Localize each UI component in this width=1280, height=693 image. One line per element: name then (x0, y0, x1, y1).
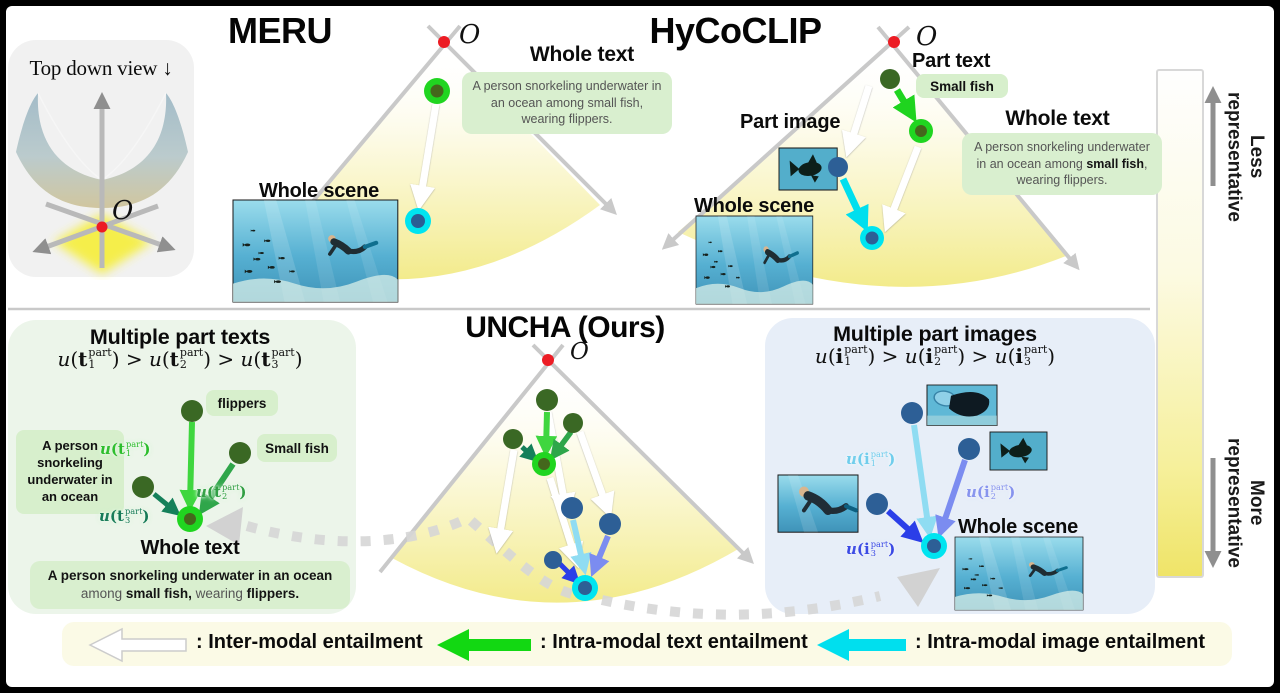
hycoclip-part-text-label: Part text (912, 50, 991, 72)
meru-whole-text-caption: A person snorkeling underwater in an oce… (462, 72, 672, 134)
panel-whole-scene-label: Whole scene (958, 516, 1079, 538)
flippers-box: flippers (206, 390, 278, 416)
hycoclip-origin-label: O (916, 22, 938, 52)
person-text-box: A person snorkeling underwater in an oce… (16, 430, 124, 514)
legend-inter-modal-label: : Inter-modal entailment (196, 631, 423, 653)
more-representative-label: More representative (1223, 438, 1267, 568)
hycoclip-title: HyCoCLIP (649, 10, 822, 51)
hycoclip-part-text-box: Small fish (916, 74, 1008, 98)
meru-origin-label: O (459, 20, 481, 50)
small-fish-box: Small fish (257, 434, 337, 462)
panel-whole-text-label: Whole text (140, 537, 240, 559)
legend-bar (62, 622, 1232, 666)
uncha-title: UNCHA (Ours) (465, 311, 665, 344)
part-images-title: Multiple part images (833, 322, 1037, 346)
panel-whole-text-caption: A person snorkeling underwater in an oce… (30, 561, 350, 609)
legend-intra-image-label: : Intra-modal image entailment (915, 631, 1206, 653)
hycoclip-part-image-label: Part image (740, 111, 841, 133)
hycoclip-whole-scene-label: Whole scene (693, 195, 815, 217)
meru-whole-text-label: Whole text (529, 43, 635, 66)
top-down-origin-label: O (112, 196, 134, 226)
top-down-view-label: Top down view ↓ (29, 56, 173, 80)
meru-whole-scene-label: Whole scene (258, 180, 380, 202)
uncha-origin-label: O (570, 339, 589, 365)
hycoclip-whole-text-label: Whole text (1005, 107, 1110, 130)
legend-intra-text-label: : Intra-modal text entailment (540, 631, 808, 653)
less-representative-label: Less representative (1223, 92, 1267, 222)
representativeness-gradient-bar (1156, 69, 1204, 578)
hycoclip-whole-text-caption: A person snorkeling underwater in an oce… (962, 133, 1162, 195)
meru-title: MERU (228, 10, 333, 51)
part-texts-title: Multiple part texts (89, 325, 271, 349)
